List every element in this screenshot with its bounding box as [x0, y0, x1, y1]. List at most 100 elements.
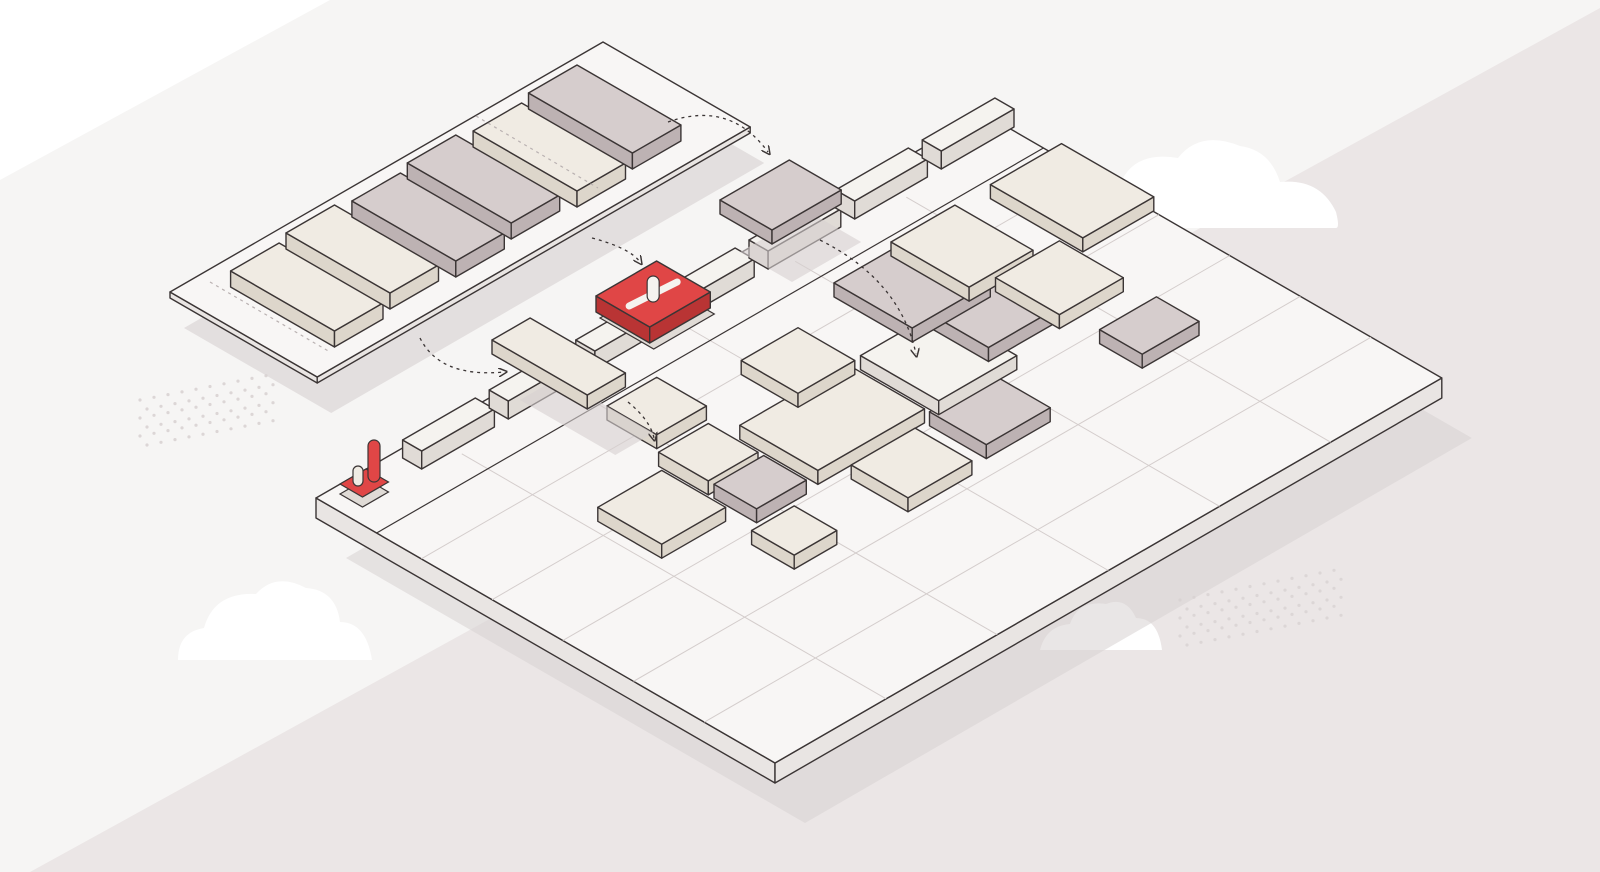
- dot: [1283, 624, 1287, 628]
- dot: [257, 421, 261, 425]
- dot: [222, 418, 226, 422]
- dot: [257, 403, 261, 407]
- dot: [173, 420, 177, 424]
- dot: [1304, 610, 1308, 614]
- dot: [229, 391, 233, 395]
- dot: [236, 379, 240, 383]
- drag-handle-icon[interactable]: [595, 260, 716, 350]
- dot: [1325, 598, 1329, 602]
- board-tile: [739, 363, 926, 486]
- dot: [243, 406, 247, 410]
- dot: [215, 393, 219, 398]
- dot: [222, 382, 226, 386]
- dot: [1255, 629, 1259, 634]
- dot: [1276, 615, 1280, 619]
- dot: [1192, 613, 1196, 617]
- dot: [1178, 634, 1182, 638]
- dot: [1297, 603, 1301, 608]
- dot: [1213, 620, 1217, 624]
- dot: [1206, 629, 1210, 633]
- dot: [1220, 626, 1224, 630]
- dot: [1220, 590, 1224, 594]
- dot: [1227, 635, 1231, 639]
- dot: [173, 402, 177, 406]
- dot: [1318, 607, 1322, 611]
- dot: [180, 408, 184, 412]
- board-tiles: [597, 142, 1200, 570]
- dot: [152, 431, 156, 435]
- toggle-pin-icon: [338, 439, 390, 508]
- dot: [1304, 592, 1308, 596]
- dot: [1241, 632, 1245, 636]
- dot: [1248, 584, 1252, 589]
- dot: [229, 427, 233, 431]
- dot: [1262, 582, 1266, 586]
- dot: [1199, 622, 1203, 626]
- dot: [1311, 583, 1315, 587]
- dot: [1297, 621, 1301, 626]
- dot: [180, 390, 184, 394]
- background-band: [30, 0, 1600, 872]
- dot: [1192, 631, 1196, 635]
- tray-card: [472, 102, 627, 208]
- dot: [1241, 596, 1245, 600]
- board-tile: [928, 374, 1051, 460]
- dot: [187, 435, 191, 439]
- dot: [1276, 579, 1280, 583]
- dot: [1283, 588, 1287, 592]
- board-tile: [740, 327, 856, 408]
- tray-card: [406, 134, 561, 240]
- dot: [271, 383, 275, 387]
- dot: [1234, 605, 1238, 609]
- dot: [173, 438, 177, 442]
- dot: [257, 385, 261, 389]
- floating-cards: [491, 159, 862, 455]
- dot: [194, 405, 198, 409]
- dot: [159, 404, 163, 408]
- dot: [1185, 607, 1189, 611]
- dot: [1255, 611, 1259, 616]
- header-slot: [921, 97, 1015, 170]
- dot: [166, 411, 170, 415]
- board-tile: [713, 454, 807, 524]
- card-shadow: [740, 212, 862, 282]
- dot: [1332, 604, 1336, 608]
- dot: [1311, 601, 1315, 605]
- board-tile: [989, 142, 1155, 253]
- dot: [1325, 616, 1329, 620]
- dot: [264, 410, 268, 414]
- dot: [1269, 627, 1273, 631]
- dot: [152, 395, 156, 399]
- dot: [1234, 587, 1238, 591]
- dot: [208, 420, 212, 425]
- dot: [1269, 609, 1273, 613]
- dot: [1178, 616, 1182, 620]
- handle-knob[interactable]: [646, 275, 660, 303]
- dot: [159, 440, 163, 444]
- dot: [194, 423, 198, 427]
- dot-pattern: [138, 374, 1343, 647]
- dot: [145, 425, 149, 429]
- pin-stick-small: [352, 465, 364, 487]
- dot: [138, 398, 142, 402]
- dot: [201, 396, 205, 400]
- dot: [1248, 620, 1252, 625]
- background-band-left: [0, 0, 330, 180]
- dot: [194, 387, 198, 391]
- board-tile: [850, 427, 973, 513]
- dot: [1290, 594, 1294, 599]
- tray-card: [351, 172, 505, 278]
- dot: [236, 397, 240, 401]
- dot: [180, 426, 184, 430]
- dot: [250, 394, 254, 398]
- dot: [1227, 617, 1231, 621]
- dot: [1325, 580, 1329, 584]
- dotted-arrow-icon: [419, 337, 504, 373]
- dot: [1283, 606, 1287, 610]
- dot: [243, 388, 247, 392]
- dot: [1255, 593, 1259, 598]
- dot: [1213, 638, 1217, 642]
- dot: [1339, 613, 1343, 617]
- card-shadow: [520, 378, 654, 455]
- dot: [1276, 597, 1280, 601]
